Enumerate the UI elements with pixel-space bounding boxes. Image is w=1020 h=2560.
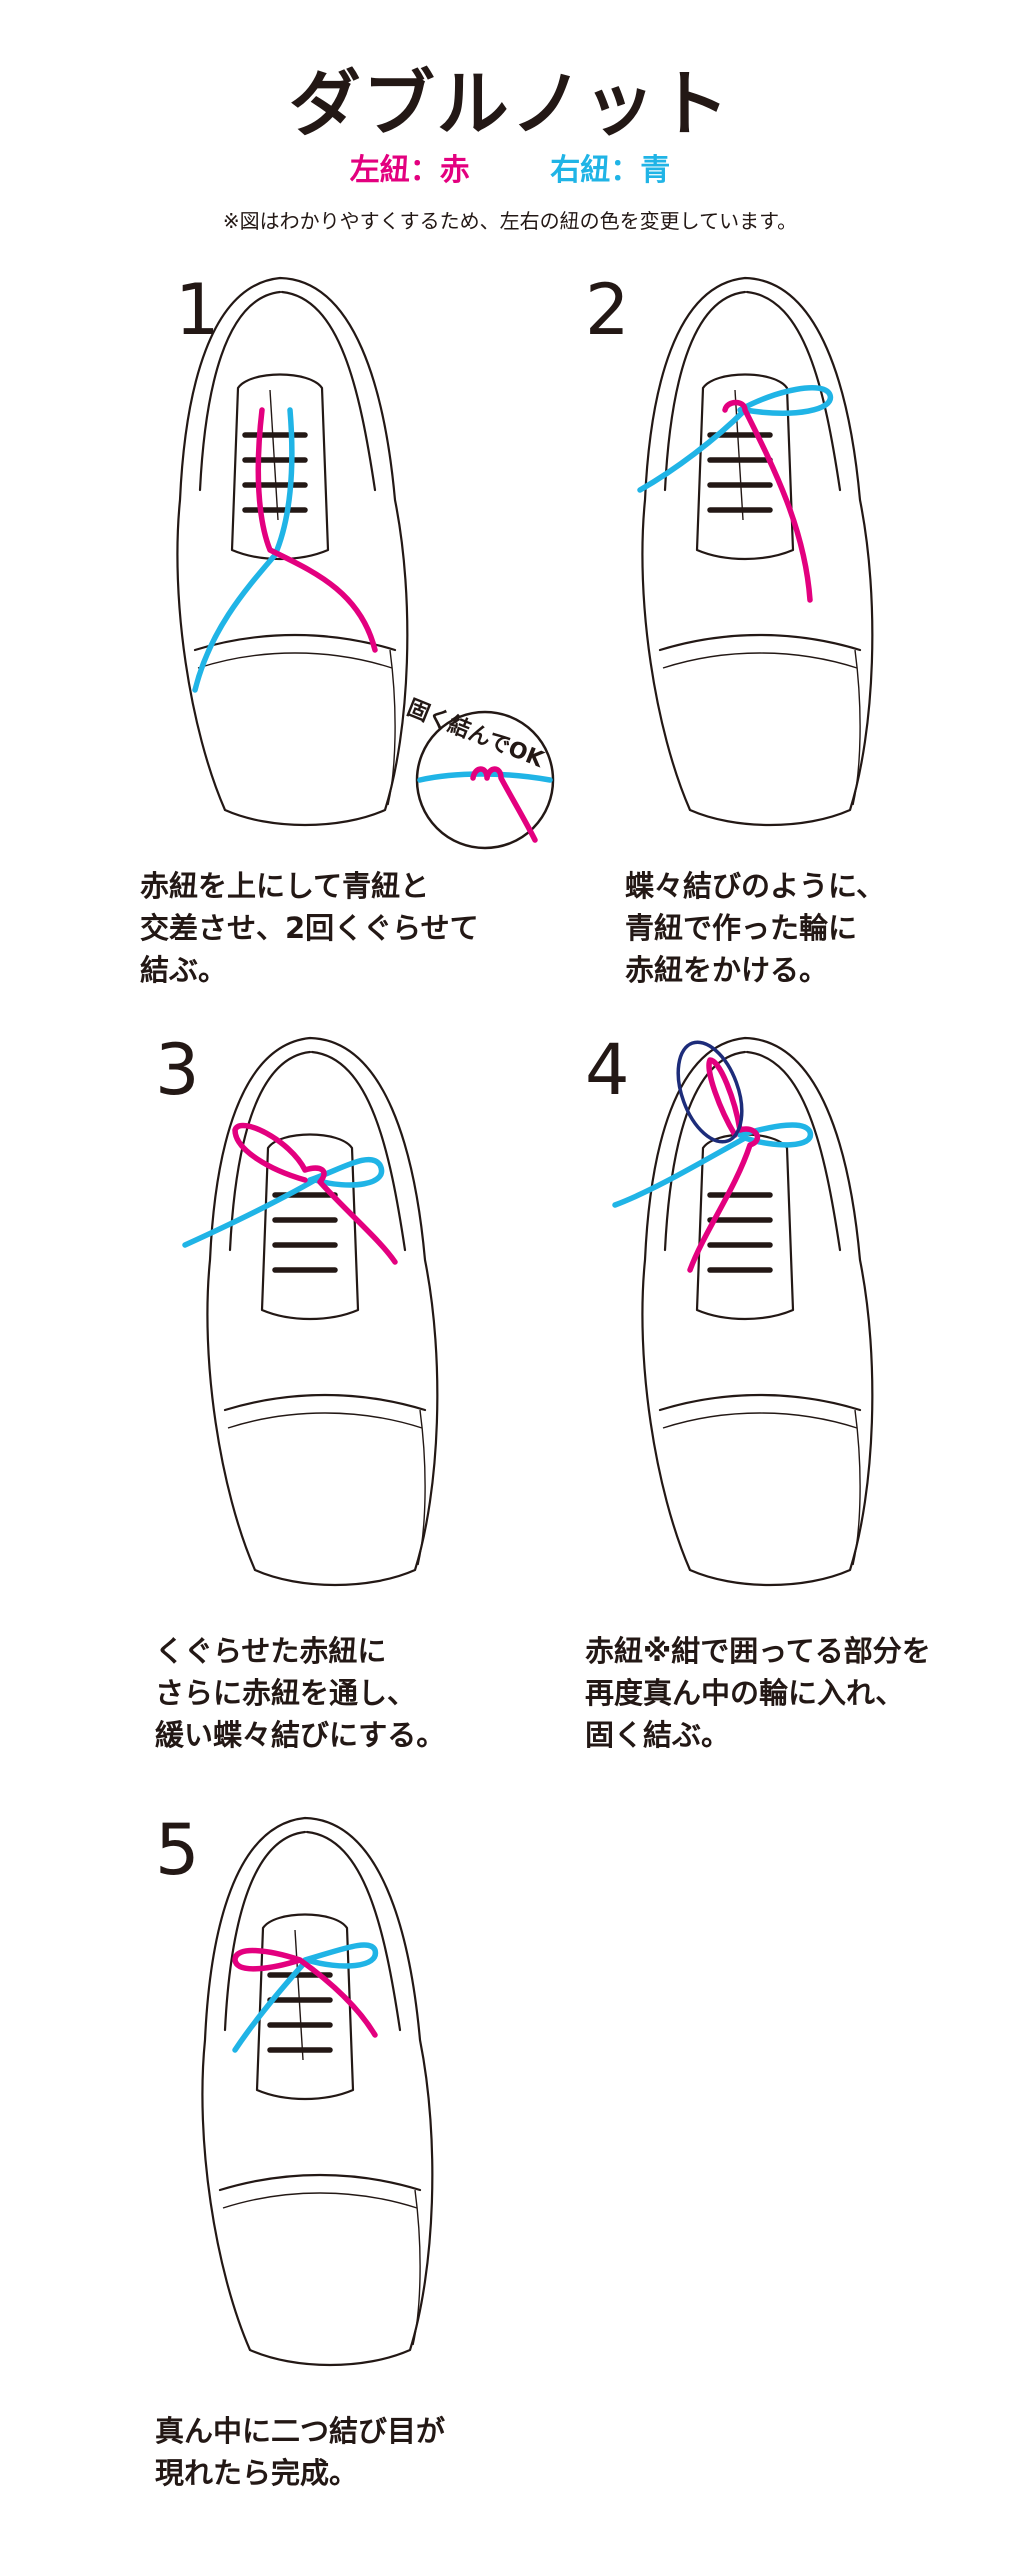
step-4-number: 4	[585, 1029, 630, 1111]
shoe-outline	[641, 1036, 874, 1587]
blue-lace	[232, 1942, 378, 2053]
step-5-illustration	[201, 1816, 434, 2367]
blue-lace	[637, 385, 834, 493]
inset-tight-knot	[415, 710, 555, 850]
step-3-illustration	[182, 1036, 439, 1587]
step-4-caption: 赤紐※紺で囲ってる部分を 再度真ん中の輪に入れ、 固く結ぶ。	[585, 1634, 931, 1752]
eyelets	[707, 1192, 773, 1273]
shoe-outline	[201, 1816, 434, 2367]
blue-lace	[192, 407, 295, 693]
eyelets	[242, 432, 308, 513]
blue-lace	[182, 1156, 385, 1248]
legend-right-lace: 右紐：青	[550, 153, 671, 188]
step-2-illustration	[637, 276, 874, 827]
step-2-caption: 蝶々結びのように、 青紐で作った輪に 赤紐をかける。	[625, 869, 886, 987]
red-lace	[722, 399, 813, 603]
step-5-caption: 真ん中に二つ結び目が 現れたら完成。	[155, 2414, 446, 2490]
step-2-number: 2	[585, 269, 630, 351]
eyelets	[267, 1972, 333, 2053]
eyelets	[272, 1192, 338, 1273]
step-1-illustration	[176, 276, 409, 827]
step-1-caption: 赤紐を上にして青紐と 交差させ、2回くぐらせて 結ぶ。	[140, 869, 479, 987]
color-note: ※図はわかりやすくするため、左右の紐の色を変更しています。	[222, 209, 798, 233]
shoe-outline	[176, 276, 409, 827]
highlight-circle	[676, 1040, 744, 1144]
red-lace	[232, 1947, 378, 2038]
page-title: ダブルノット	[288, 62, 732, 146]
legend-left-lace: 左紐：赤	[349, 153, 470, 188]
shoe-outline	[206, 1036, 439, 1587]
shoe-outline	[641, 276, 874, 827]
color-legend: 左紐：赤 右紐：青	[0, 145, 1020, 189]
red-lace	[255, 407, 378, 653]
step-4-illustration	[612, 1036, 874, 1587]
step-5-number: 5	[155, 1809, 200, 1891]
red-lace	[232, 1122, 398, 1265]
blue-lace	[612, 1122, 813, 1208]
step-3-caption: くぐらせた赤紐に さらに赤紐を通し、 緩い蝶々結びにする。	[155, 1634, 446, 1752]
step-3-number: 3	[155, 1029, 200, 1111]
